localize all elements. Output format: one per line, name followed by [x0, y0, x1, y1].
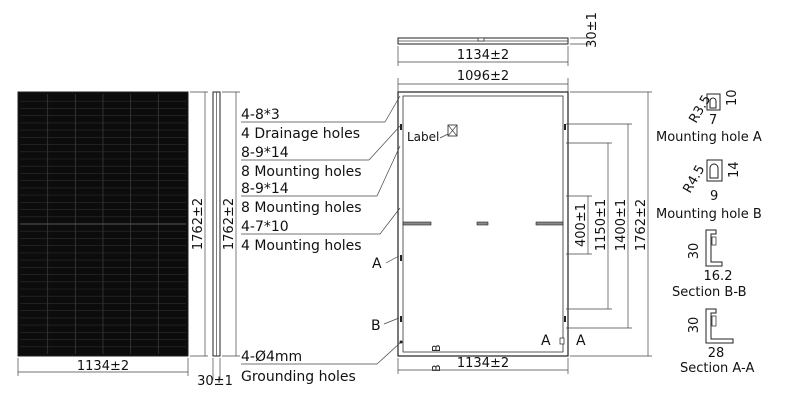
section-bb-width: 16.2 — [704, 269, 733, 284]
callout-1-desc: 4 Drainage holes — [241, 126, 360, 142]
front-view: 1134±2 1762±2 — [17, 91, 208, 376]
callout-2-desc: 8 Mounting holes — [241, 164, 362, 180]
cell-grid — [20, 94, 186, 354]
section-aa-width: 28 — [708, 346, 725, 361]
dim-1400: 1400±1 — [614, 199, 629, 251]
mounting-hole-markers — [399, 124, 566, 345]
detail-section-bb: 30 16.2 Section B-B — [672, 229, 747, 300]
top-view: 1134±2 30±1 — [397, 12, 600, 66]
front-width-dim: 1134±2 — [77, 359, 129, 374]
callout-5-desc: Grounding holes — [241, 369, 356, 385]
back-bottom-width-dim: 1134±2 — [457, 356, 509, 371]
back-view: 1096±2 Label A B A A B B — [371, 69, 652, 374]
callout-3-desc: 8 Mounting holes — [241, 200, 362, 216]
back-frame-width-dim: 1096±2 — [457, 69, 509, 84]
detail-hole-b: R4.5 9 14 Mounting hole B — [656, 159, 762, 222]
hole-b-height: 14 — [727, 161, 742, 178]
callout-5-spec: 4-Ø4mm — [241, 349, 302, 365]
section-bb-caption: Section B-B — [672, 285, 747, 300]
marker-a-left: A — [372, 256, 382, 272]
side-height-dim: 1762±2 — [222, 198, 237, 250]
section-bb-height: 30 — [687, 243, 702, 260]
dim-1762: 1762±2 — [634, 199, 649, 251]
hole-a-width: 7 — [709, 113, 717, 128]
detail-hole-a: R3.5 7 10 Mounting hole A — [656, 89, 762, 145]
hole-a-caption: Mounting hole A — [656, 130, 762, 145]
detail-section-aa: 30 28 Section A-A — [680, 308, 754, 376]
marker-b-bottom-2: B — [430, 344, 443, 352]
top-width-dim: 1134±2 — [457, 48, 509, 63]
callout-2-spec: 8-9*14 — [241, 145, 289, 161]
section-aa-caption: Section A-A — [680, 361, 754, 376]
top-thickness-dim: 30±1 — [585, 12, 600, 48]
vertical-dimension-lines — [566, 91, 652, 357]
callouts: 4-8*3 4 Drainage holes 8-9*14 8 Mounting… — [241, 95, 401, 385]
callout-4-desc: 4 Mounting holes — [241, 238, 362, 254]
dim-400: 400±1 — [574, 203, 589, 247]
hole-b-radius: R4.5 — [680, 163, 708, 196]
side-view: 1762±2 30±1 — [197, 91, 240, 389]
front-height-dim: 1762±2 — [191, 198, 206, 250]
marker-a-bottom-left: A — [541, 333, 551, 349]
hole-b-caption: Mounting hole B — [656, 207, 762, 222]
dim-1150: 1150±1 — [594, 199, 609, 251]
hole-b-width: 9 — [710, 189, 718, 204]
marker-b-left: B — [371, 318, 381, 334]
marker-a-bottom-right: A — [576, 333, 586, 349]
marker-b-bottom-1: B — [430, 364, 443, 372]
side-thickness-dim: 30±1 — [197, 374, 233, 389]
section-aa-height: 30 — [687, 317, 702, 334]
callout-4-spec: 4-7*10 — [241, 219, 289, 235]
label-text: Label — [407, 130, 439, 144]
callout-3-spec: 8-9*14 — [241, 181, 289, 197]
callout-1-spec: 4-8*3 — [241, 107, 280, 123]
hole-a-height: 10 — [725, 89, 740, 106]
